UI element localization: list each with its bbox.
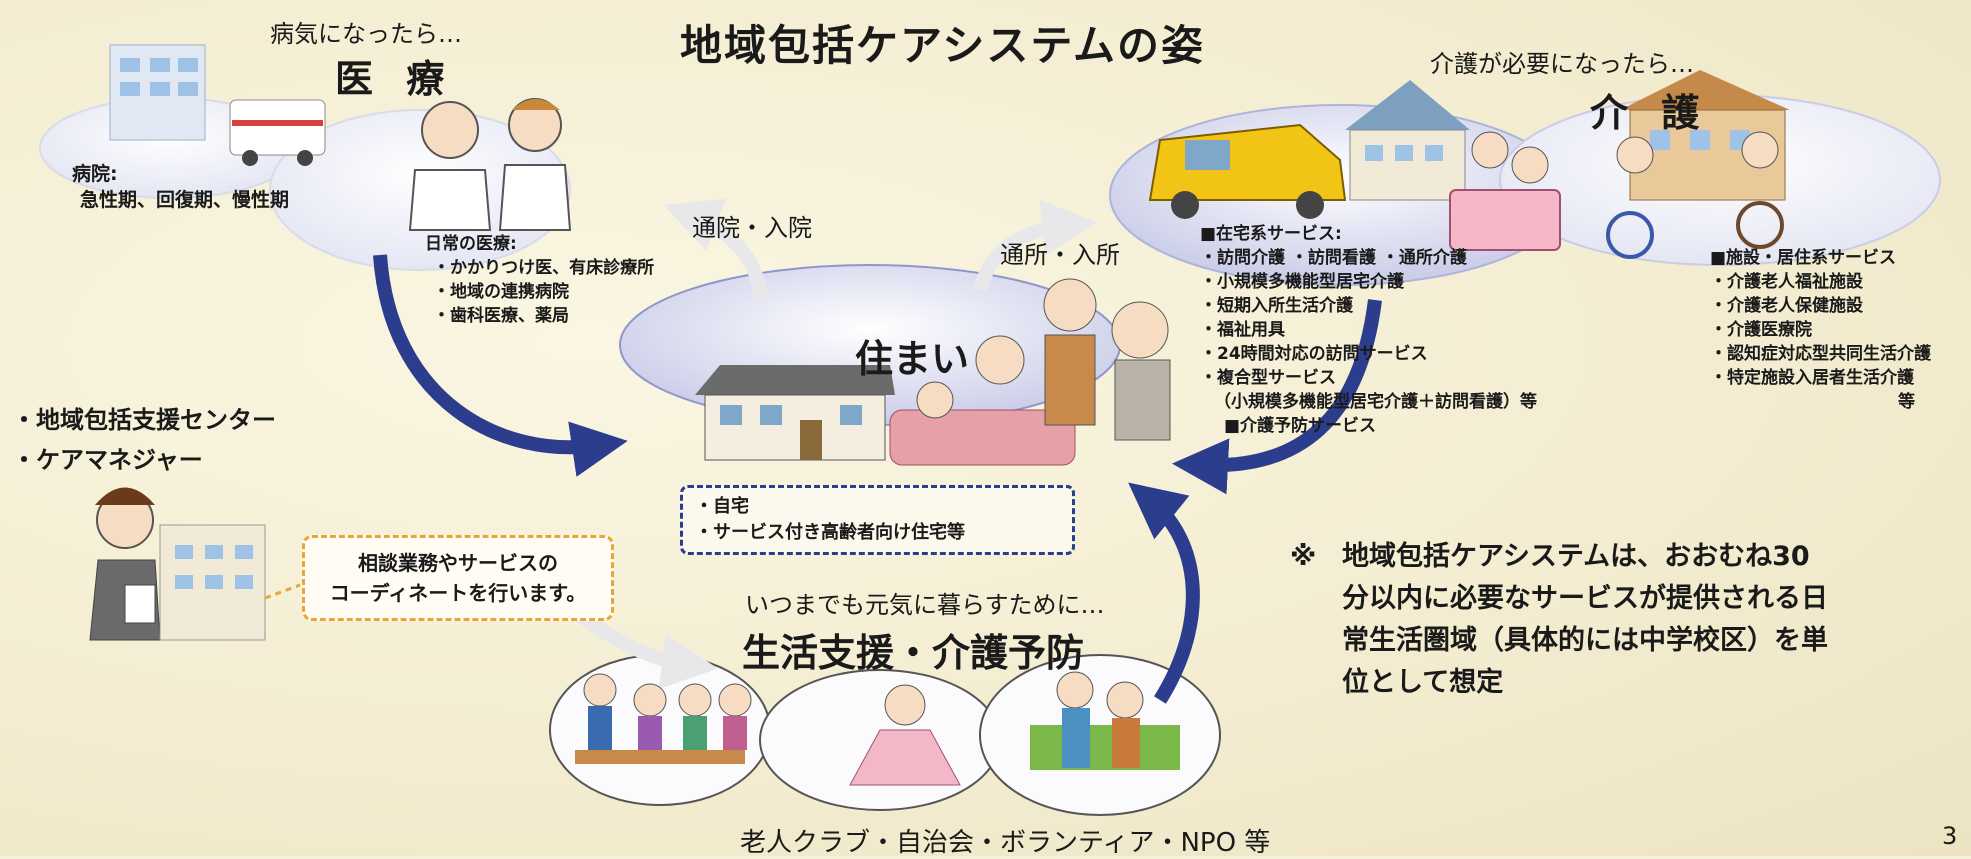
- volunteer-helper-icon: [1030, 671, 1180, 770]
- support-center-building-icon: [159, 524, 266, 641]
- coordination-bubble: 相談業務やサービスの コーディネートを行います。: [302, 535, 614, 621]
- home-service-item: ・24時間対応の訪問サービス: [1200, 344, 1428, 364]
- wheelchair-residents-icon: [1606, 131, 1784, 259]
- arrow-medical-to-home: [373, 254, 628, 477]
- home-service-item: ■介護予防サービス: [1224, 416, 1377, 436]
- bath-care-icon: [1449, 131, 1561, 251]
- exercising-elder-icon: [849, 684, 961, 786]
- arrow-home-to-medical: [663, 198, 767, 301]
- daily-medical-list: 日常の医療: ・かかりつけ医、有床診療所 ・地域の連携病院 ・歯科医療、薬局: [425, 232, 654, 328]
- arrow-living-to-home: [1128, 482, 1200, 704]
- care-facility-building-icon: [1345, 80, 1470, 201]
- facility-etc: 等: [1898, 392, 1915, 412]
- care-heading: 介 護: [1590, 91, 1710, 135]
- living-when-label: いつまでも元気に暮らすために…: [745, 591, 1105, 619]
- facility-services-title: ■施設・居住系サービス: [1710, 248, 1897, 268]
- housing-type-item: ・自宅: [695, 496, 749, 517]
- housing-heading: 住まい: [855, 337, 970, 381]
- daily-medical-item: ・かかりつけ医、有床診療所: [433, 258, 655, 278]
- outpatient-label: 通院・入院: [692, 214, 812, 242]
- home-service-item: ・小規模多機能型居宅介護: [1200, 272, 1404, 292]
- page-title: 地域包括ケアシステムの姿: [680, 21, 1206, 70]
- home-service-item: ・福祉用具: [1200, 320, 1285, 340]
- care-when-label: 介護が必要になったら…: [1430, 50, 1694, 78]
- facility-service-item: ・特定施設入居者生活介護: [1710, 368, 1914, 388]
- facility-service-item: ・介護老人福祉施設: [1710, 272, 1863, 292]
- home-service-item: （小規模多機能型居宅介護＋訪問看護）等: [1214, 392, 1537, 412]
- daily-medical-title: 日常の医療:: [425, 234, 517, 254]
- care-manager-icon: [89, 487, 161, 641]
- area-note: ※ 地域包括ケアシステムは、おおむね30 分以内に必要なサービスが提供される日 …: [1290, 536, 1870, 704]
- support-center-list: ・地域包括支援センター ・ケアマネジャー: [12, 400, 276, 480]
- home-services-title: ■在宅系サービス:: [1200, 224, 1342, 244]
- facility-service-item: ・介護老人保健施設: [1710, 296, 1863, 316]
- daily-medical-item: ・地域の連携病院: [433, 282, 569, 302]
- note-line: 地域包括ケアシステムは、おおむね30: [1342, 541, 1810, 572]
- note-line: 位として想定: [1342, 667, 1504, 698]
- housing-types-box: ・自宅 ・サービス付き高齢者向け住宅等: [680, 485, 1075, 555]
- coordination-bubble-line: 相談業務やサービスの: [358, 551, 558, 575]
- home-services-list: ■在宅系サービス: ・訪問介護 ・訪問看護 ・通所介護 ・小規模多機能型居宅介護…: [1200, 222, 1537, 438]
- home-service-item: ・複合型サービス: [1200, 368, 1336, 388]
- note-line: 分以内に必要なサービスが提供される日: [1342, 583, 1828, 614]
- support-center-item: ・地域包括支援センター: [12, 406, 276, 434]
- hospital-label: 病院:: [72, 163, 118, 185]
- living-footer: 老人クラブ・自治会・ボランティア・NPO 等: [740, 828, 1271, 858]
- elderly-group-icon: [575, 673, 752, 764]
- bubble-tail: [264, 583, 301, 600]
- welfare-van-icon: [1148, 123, 1347, 219]
- ambulance-icon: [229, 99, 326, 166]
- facility-service-item: ・認知症対応型共同生活介護: [1710, 344, 1931, 364]
- facility-services-list: ■施設・居住系サービス ・介護老人福祉施設 ・介護老人保健施設 ・介護医療院 ・…: [1710, 246, 1931, 414]
- hospital-types: 急性期、回復期、慢性期: [80, 189, 290, 211]
- housing-type-item: ・サービス付き高齢者向け住宅等: [695, 522, 965, 543]
- doctor-figures-icon: [408, 98, 572, 231]
- house-icon: [695, 365, 895, 461]
- arrow-care-to-home: [1172, 299, 1382, 495]
- facility-service-item: ・介護医療院: [1710, 320, 1812, 340]
- hospital-building-icon: [109, 44, 206, 141]
- daily-medical-item: ・歯科医療、薬局: [433, 306, 569, 326]
- home-service-item: ・短期入所生活介護: [1200, 296, 1353, 316]
- home-service-item: ・訪問介護 ・訪問看護 ・通所介護: [1200, 248, 1467, 268]
- family-on-sofa-icon: [889, 278, 1171, 466]
- note-line: 常生活圏域（具体的には中学校区）を単: [1342, 625, 1828, 656]
- medical-when-label: 病気になったら…: [270, 20, 462, 48]
- page-number: 3: [1942, 822, 1958, 850]
- medical-heading: 医 療: [335, 57, 455, 101]
- daycare-label: 通所・入所: [1000, 241, 1120, 269]
- note-mark: ※: [1290, 541, 1317, 572]
- coordination-bubble-line: コーディネートを行います。: [329, 581, 587, 605]
- living-heading: 生活支援・介護予防: [742, 631, 1085, 675]
- arrow-home-to-care: [973, 199, 1098, 292]
- support-center-item: ・ケアマネジャー: [12, 446, 203, 474]
